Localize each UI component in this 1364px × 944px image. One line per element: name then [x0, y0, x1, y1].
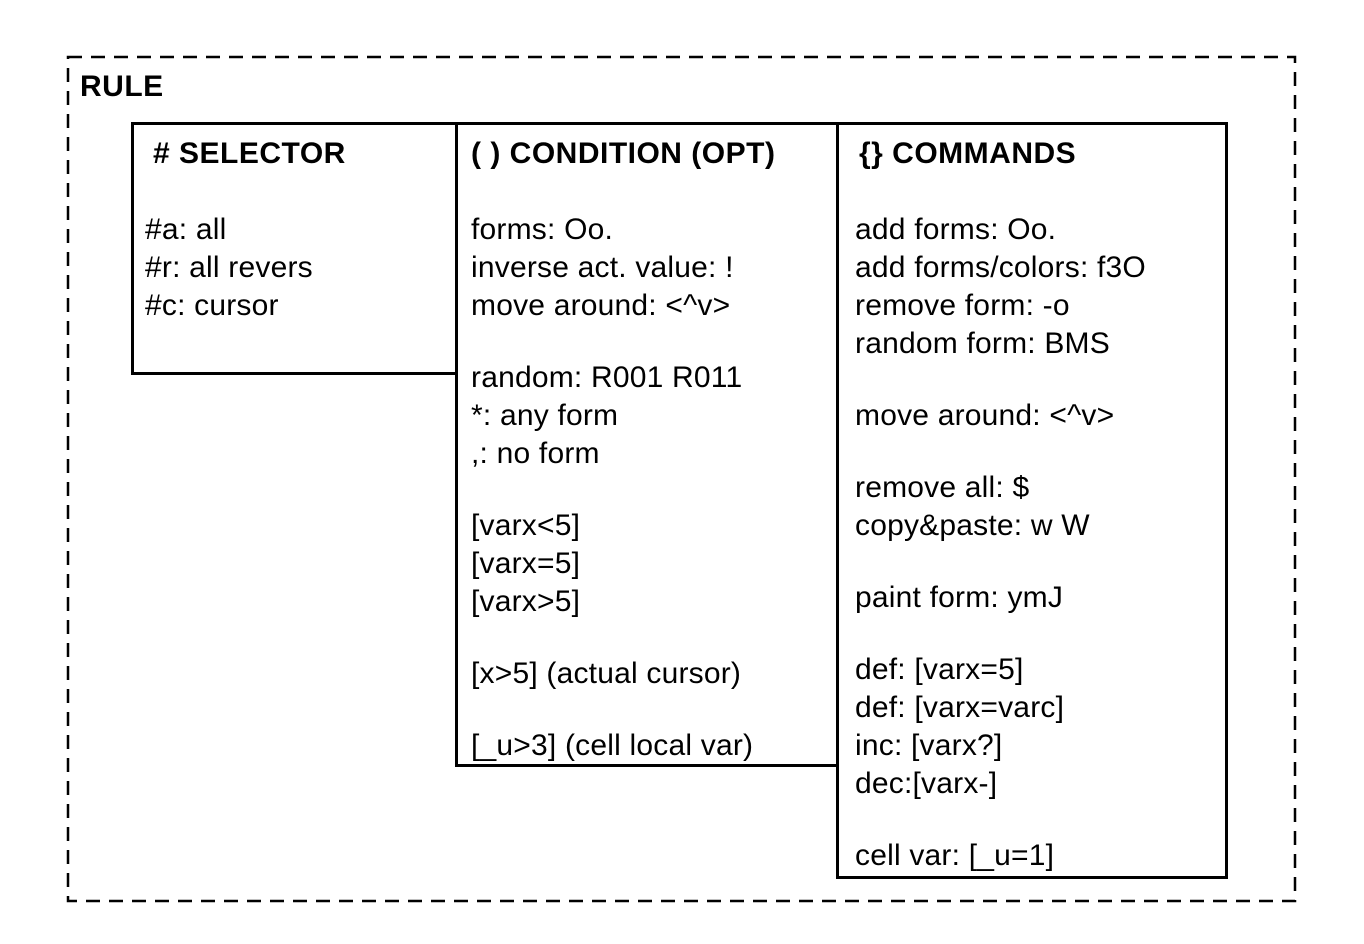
commands-line: inc: [varx?] [855, 729, 1003, 762]
condition-group-2: random: R001 R011 *: any form ,: no form [471, 359, 830, 473]
selector-line: #a: all [145, 213, 227, 246]
condition-line: inverse act. value: ! [471, 251, 734, 284]
condition-line: *: any form [471, 399, 619, 432]
commands-line: remove form: -o [855, 289, 1070, 322]
condition-line: move around: <^v> [471, 289, 731, 322]
commands-line: paint form: ymJ [855, 581, 1064, 614]
condition-box: ( ) CONDITION (OPT) forms: Oo. inverse a… [455, 122, 839, 767]
commands-line: add forms/colors: f3O [855, 251, 1146, 284]
commands-line: cell var: [_u=1] [855, 839, 1055, 872]
commands-group-5: def: [varx=5] def: [varx=varc] inc: [var… [855, 651, 1219, 803]
commands-line: def: [varx=varc] [855, 691, 1065, 724]
commands-box-header: {} COMMANDS [859, 137, 1077, 170]
commands-group-2: move around: <^v> [855, 397, 1219, 435]
commands-line: move around: <^v> [855, 399, 1115, 432]
condition-line: [varx<5] [471, 509, 581, 542]
condition-line: [_u>3] (cell local var) [471, 729, 754, 762]
commands-line: def: [varx=5] [855, 653, 1024, 686]
commands-group-3: remove all: $ copy&paste: w W [855, 469, 1219, 545]
commands-line: dec:[varx-] [855, 767, 998, 800]
commands-line: copy&paste: w W [855, 509, 1090, 542]
selector-group-1: #a: all #r: all revers #c: cursor [145, 211, 449, 325]
selector-box: # SELECTOR #a: all #r: all revers #c: cu… [131, 122, 458, 375]
condition-line: [varx=5] [471, 547, 581, 580]
rule-title: RULE [80, 70, 164, 103]
condition-line: ,: no form [471, 437, 600, 470]
condition-group-1: forms: Oo. inverse act. value: ! move ar… [471, 211, 830, 325]
condition-group-3: [varx<5] [varx=5] [varx>5] [471, 507, 830, 621]
selector-line: #r: all revers [145, 251, 313, 284]
commands-group-1: add forms: Oo. add forms/colors: f3O rem… [855, 211, 1219, 363]
condition-group-4: [x>5] (actual cursor) [471, 655, 830, 693]
commands-line: add forms: Oo. [855, 213, 1057, 246]
condition-group-5: [_u>3] (cell local var) [471, 727, 830, 764]
commands-group-4: paint form: ymJ [855, 579, 1219, 617]
condition-line: [varx>5] [471, 585, 581, 618]
commands-line: random form: BMS [855, 327, 1110, 360]
selector-line: #c: cursor [145, 289, 279, 322]
commands-group-6: cell var: [_u=1] [855, 837, 1219, 875]
condition-line: forms: Oo. [471, 213, 614, 246]
selector-box-header: # SELECTOR [153, 137, 346, 170]
condition-line: random: R001 R011 [471, 361, 743, 394]
commands-line: remove all: $ [855, 471, 1030, 504]
commands-box: {} COMMANDS add forms: Oo. add forms/col… [836, 122, 1228, 879]
condition-box-header: ( ) CONDITION (OPT) [471, 137, 776, 170]
condition-line: [x>5] (actual cursor) [471, 657, 742, 690]
